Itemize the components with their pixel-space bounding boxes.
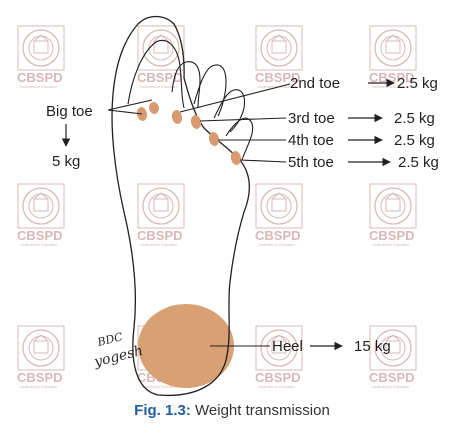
second-toe-label: 2nd toe (290, 75, 340, 92)
watermark-brand: CBSPD (255, 370, 301, 385)
watermark-tile: CBSPD Dedicated to Education (255, 325, 303, 389)
watermark-tile: CBSPD Dedicated to Education (255, 183, 303, 247)
logo-emblem-icon (137, 183, 185, 229)
fifth-toe-outline (225, 117, 254, 161)
watermark-tile: CBSPD Dedicated to Education (17, 183, 65, 247)
watermark-tagline: Dedicated to Education (258, 385, 295, 389)
watermark-tile: CBSPD Dedicated to Education (369, 325, 417, 389)
second-toe-outline (171, 61, 201, 109)
second-toe-weight: 2.5 kg (397, 75, 438, 92)
fourth-toe-pad (208, 132, 220, 146)
logo-emblem-icon (255, 183, 303, 229)
big-toe-leader-1 (107, 109, 143, 115)
figure-caption-text: Weight transmission (195, 402, 330, 419)
watermark-brand: CBSPD (369, 370, 415, 385)
heel-weight: 15 kg (354, 338, 391, 355)
watermark-brand: CBSPD (137, 70, 183, 85)
big-toe-contour (127, 40, 185, 109)
watermark-tagline: Dedicated to Education (140, 385, 177, 389)
watermark-brand: CBSPD (255, 228, 301, 243)
cbspd-watermark-grid: CBSPD Dedicated to Education CBSPD Dedic… (17, 25, 417, 389)
logo-emblem-icon (369, 25, 417, 71)
second-toe-leader (179, 83, 291, 113)
logo-emblem-icon (255, 25, 303, 71)
watermark-tagline: Dedicated to Education (140, 243, 177, 247)
third-toe-leader (199, 117, 287, 122)
fourth-toe-label: 4th toe (288, 132, 334, 149)
watermark-tagline: Dedicated to Education (140, 85, 177, 89)
watermark-tile: CBSPD Dedicated to Education (17, 325, 65, 389)
signature-initials: BDC (95, 330, 124, 349)
watermark-tagline: Dedicated to Education (20, 243, 57, 247)
watermark-tagline: Dedicated to Education (258, 243, 295, 247)
watermark-brand: CBSPD (17, 70, 63, 85)
watermark-tile: CBSPD Dedicated to Education (369, 183, 417, 247)
third-toe-pad (190, 115, 202, 129)
logo-emblem-icon (17, 325, 65, 371)
fifth-toe-weight: 2.5 kg (398, 154, 439, 171)
watermark-tagline: Dedicated to Education (372, 243, 409, 247)
heel-label: Heel (272, 338, 303, 355)
second-toe-pad (171, 110, 183, 124)
watermark-tile: CBSPD Dedicated to Education (137, 183, 185, 247)
watermark-tagline: Dedicated to Education (372, 385, 409, 389)
logo-emblem-icon (17, 183, 65, 229)
artist-signature: BDC yogesh (92, 330, 145, 370)
fifth-toe-pad (230, 151, 242, 165)
watermark-brand: CBSPD (17, 228, 63, 243)
watermark-brand: CBSPD (137, 228, 183, 243)
fourth-toe-outline (213, 89, 246, 133)
third-toe-outline (193, 64, 227, 117)
watermark-brand: CBSPD (369, 228, 415, 243)
figure-number: Fig. 1.3: (134, 402, 191, 419)
big-toe-weight: 5 kg (52, 153, 80, 170)
watermark-brand: CBSPD (255, 70, 301, 85)
watermark-tile: CBSPD Dedicated to Education (17, 25, 65, 89)
watermark-tagline: Dedicated to Education (20, 385, 57, 389)
watermark-brand: CBSPD (369, 70, 415, 85)
logo-emblem-icon (137, 25, 185, 71)
fifth-toe-label: 5th toe (288, 154, 334, 171)
third-toe-label: 3rd toe (288, 110, 335, 127)
heel-pad (138, 304, 234, 388)
logo-emblem-icon (17, 25, 65, 71)
foot-outline (111, 15, 250, 397)
big-toe-label: Big toe (46, 103, 93, 120)
watermark-tagline: Dedicated to Education (20, 85, 57, 89)
fifth-toe-leader (239, 159, 287, 163)
fourth-toe-weight: 2.5 kg (394, 132, 435, 149)
figure-caption: Fig. 1.3: Weight transmission (0, 402, 464, 419)
big-toe-leader-2 (107, 99, 153, 111)
third-toe-weight: 2.5 kg (394, 110, 435, 127)
watermark-brand: CBSPD (17, 370, 63, 385)
big-toe-pad-lateral (148, 102, 160, 114)
watermark-tile: CBSPD Dedicated to Education (137, 25, 185, 89)
logo-emblem-icon (369, 183, 417, 229)
